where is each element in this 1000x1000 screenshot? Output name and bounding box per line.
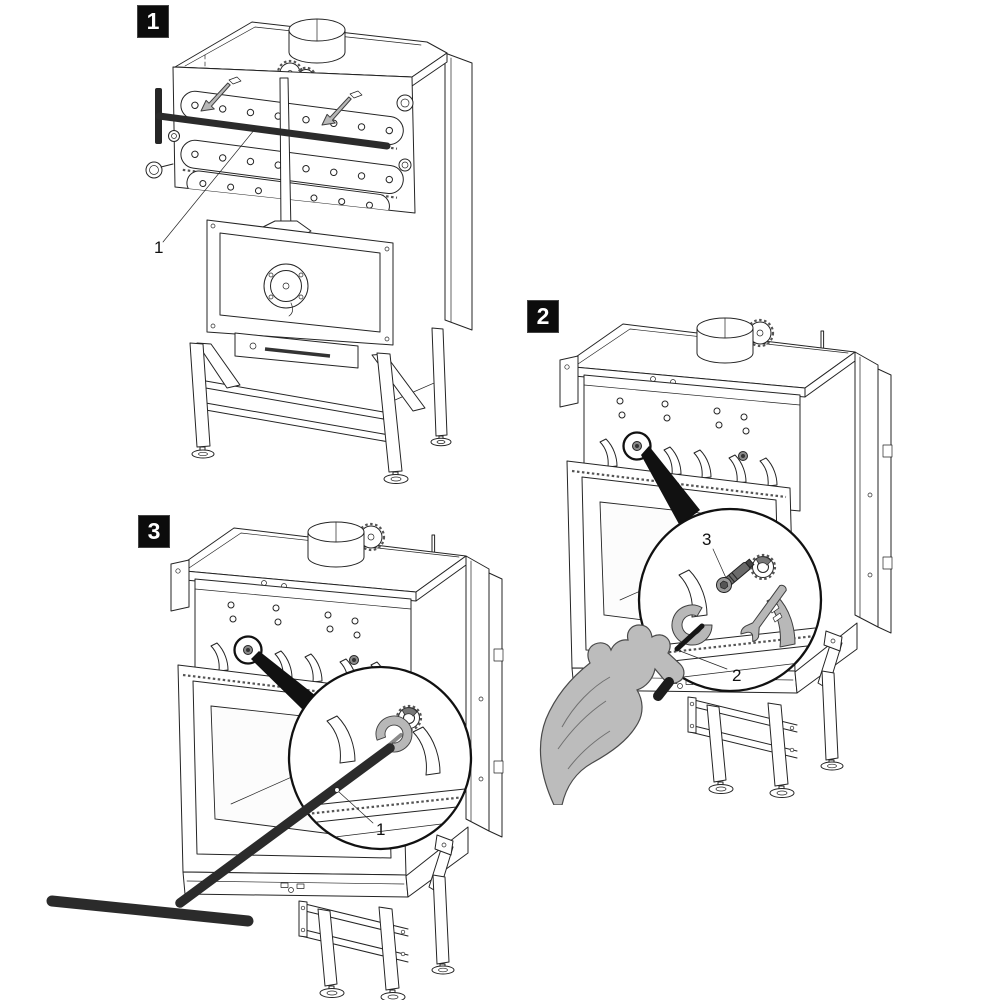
callout-leader (679, 650, 728, 670)
callout-label-key: 2 (732, 666, 741, 685)
stove-rear-view-drawing: 1 (145, 18, 473, 484)
adjustable-foot (383, 471, 409, 484)
step-2-badge: 2 (527, 300, 559, 333)
diagonal-brace (196, 342, 241, 389)
rear-right-panel (444, 52, 473, 331)
magnified-fin (678, 569, 708, 618)
leg (376, 352, 403, 473)
rod-t-handle (46, 895, 254, 927)
gloved-hand (539, 624, 685, 805)
highlight-circle (622, 431, 652, 461)
door (206, 219, 394, 346)
adjustable-foot (191, 446, 215, 459)
socket-bolt (716, 558, 755, 593)
highlight-circle (233, 635, 263, 665)
leader-dot (334, 787, 340, 793)
step-3-illustration: 1 (46, 520, 505, 1000)
direction-arrow-icon (200, 76, 242, 112)
magnifier-circle (637, 507, 823, 693)
pointer-wedge (641, 446, 700, 526)
step-2-badge-label: 2 (536, 303, 550, 329)
step-3-badge: 3 (138, 515, 170, 548)
step-2-illustration: 3 2 (539, 316, 894, 805)
leg (189, 342, 211, 448)
callout-leader (712, 548, 727, 579)
magnified-fin (326, 715, 356, 764)
flue-collar (288, 18, 346, 64)
cleaning-rod-tool (155, 88, 391, 150)
allen-key-hex-end (653, 677, 674, 701)
step-1-badge: 1 (137, 5, 169, 38)
magnified-scene (641, 569, 817, 682)
callout-label-rod: 1 (376, 820, 385, 839)
adjustable-foot (430, 435, 452, 447)
pointer-wedge (251, 651, 316, 709)
water-port (145, 130, 180, 179)
step-3-badge-label: 3 (147, 518, 161, 544)
base-frame (189, 327, 452, 484)
callout-leader (162, 128, 256, 243)
serrated-washer (749, 553, 777, 581)
callout-label-rod: 1 (154, 238, 163, 257)
magnified-fin (412, 726, 441, 776)
callout-leader (338, 791, 374, 824)
ash-tray (234, 332, 359, 369)
step-1-illustration: 1 (145, 18, 473, 484)
direction-arrow-icon (321, 90, 363, 126)
hook-rod-tool (175, 743, 395, 908)
callout-label-bolt: 3 (702, 530, 711, 549)
side-port (396, 94, 414, 172)
step-1-badge-label: 1 (146, 8, 160, 34)
burner-flange (263, 263, 309, 317)
leg (431, 327, 448, 437)
magnified-scene (294, 715, 467, 842)
allen-key-shaft (674, 623, 705, 652)
